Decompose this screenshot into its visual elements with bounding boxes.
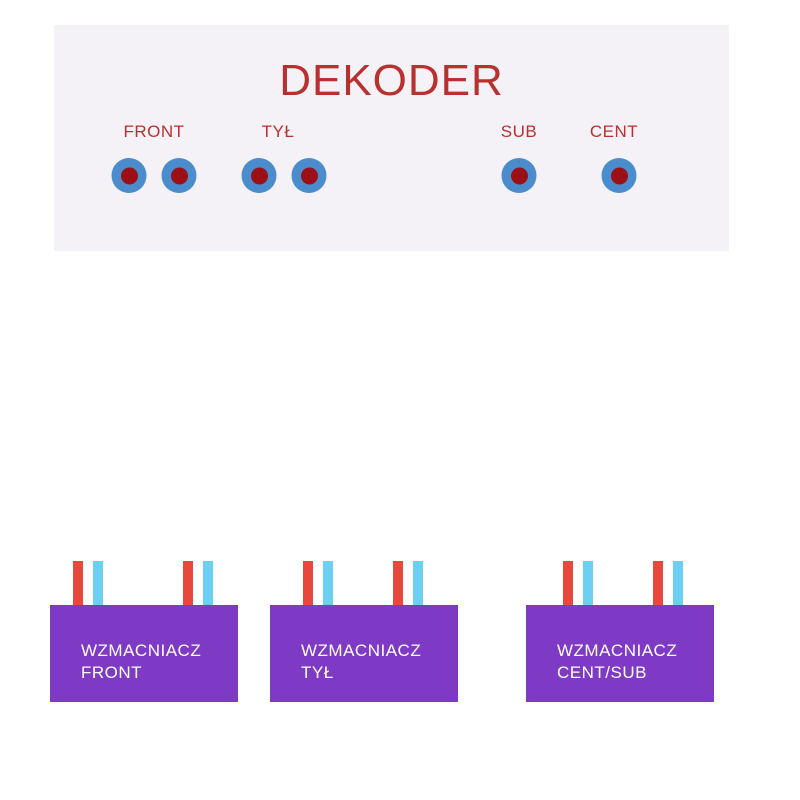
rear-jack-right[interactable] bbox=[291, 158, 327, 193]
rear-jack-left[interactable] bbox=[241, 158, 277, 193]
amp-front-cable-blue-1 bbox=[93, 561, 103, 605]
amp-centsub-label-line2: CENT/SUB bbox=[557, 663, 647, 682]
front-jack-left-core bbox=[120, 167, 138, 184]
amp-front-cable-red-1 bbox=[73, 561, 83, 605]
cent-jack[interactable] bbox=[601, 158, 637, 193]
sub-label: SUB bbox=[500, 122, 538, 141]
amp-front-label-line1: WZMACNIACZ bbox=[81, 641, 202, 660]
amp-rear-cable-blue-2 bbox=[413, 561, 423, 605]
sub-jack[interactable] bbox=[501, 158, 537, 193]
cent-label: CENT bbox=[589, 122, 639, 141]
amp-rear-cable-blue-1 bbox=[323, 561, 333, 605]
front-label: FRONT bbox=[123, 122, 185, 141]
decoder-panel: DEKODER FRONT TYŁ SUB CENT bbox=[54, 25, 729, 251]
amp-front-label-line2: FRONT bbox=[81, 663, 143, 682]
amp-centsub-cable-red-1 bbox=[563, 561, 573, 605]
amp-rear-cable-red-1 bbox=[303, 561, 313, 605]
amp-rear-label-line1: WZMACNIACZ bbox=[301, 641, 422, 660]
amp-centsub-label: WZMACNIACZ CENT/SUB bbox=[557, 640, 677, 684]
amp-rear-label: WZMACNIACZ TYŁ bbox=[301, 640, 421, 684]
rear-jack-right-core bbox=[300, 167, 318, 184]
amp-rear-cable-red-2 bbox=[393, 561, 403, 605]
decoder-title: DEKODER bbox=[279, 56, 504, 105]
rear-jack-left-core bbox=[250, 167, 268, 184]
cent-jack-core bbox=[610, 167, 628, 184]
amp-front-cable-red-2 bbox=[183, 561, 193, 605]
amp-centsub-cable-red-2 bbox=[653, 561, 663, 605]
amp-rear-label-line2: TYŁ bbox=[301, 663, 334, 682]
front-jack-right[interactable] bbox=[161, 158, 197, 193]
amp-centsub-cable-blue-2 bbox=[673, 561, 683, 605]
amplifier-rear[interactable]: WZMACNIACZ TYŁ bbox=[270, 561, 458, 702]
amp-centsub-cable-blue-1 bbox=[583, 561, 593, 605]
sub-jack-core bbox=[510, 167, 528, 184]
amp-front-label: WZMACNIACZ FRONT bbox=[81, 640, 201, 684]
amp-centsub-label-line1: WZMACNIACZ bbox=[557, 641, 678, 660]
amp-front-cable-blue-2 bbox=[203, 561, 213, 605]
front-jack-left[interactable] bbox=[111, 158, 147, 193]
amplifier-front[interactable]: WZMACNIACZ FRONT bbox=[50, 561, 238, 702]
rear-label: TYŁ bbox=[261, 122, 295, 141]
amplifier-cent-sub[interactable]: WZMACNIACZ CENT/SUB bbox=[526, 561, 714, 702]
front-jack-right-core bbox=[170, 167, 188, 184]
